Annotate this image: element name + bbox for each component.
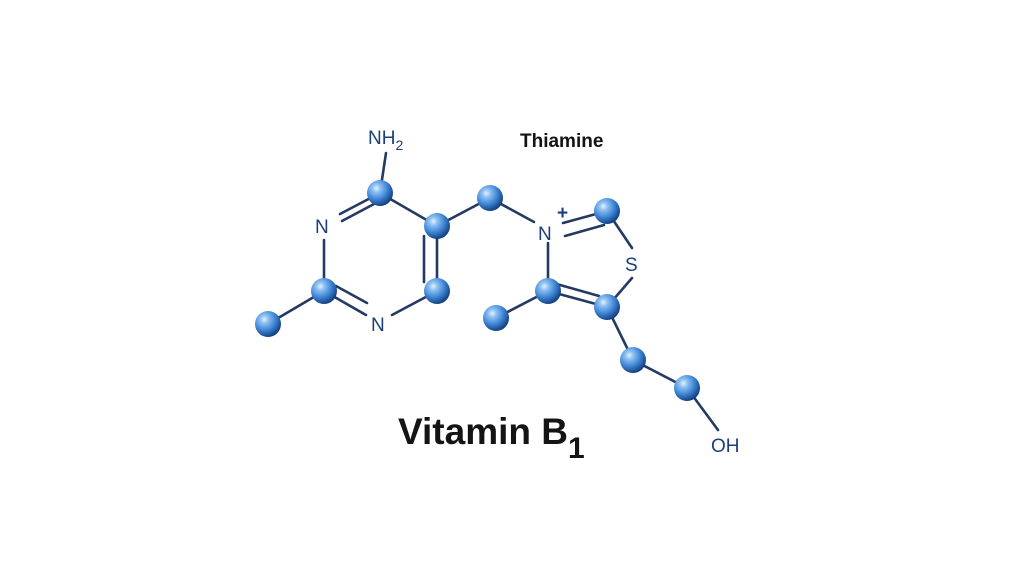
atom-methyl-pyrimidine <box>255 311 281 337</box>
pyrimidine-n1-label: N <box>371 315 385 336</box>
atom-c2 <box>311 278 337 304</box>
atom-methylene-bridge <box>477 185 503 211</box>
hydroxyl-label: OH <box>711 436 740 457</box>
atom-c4-thiazole <box>535 278 561 304</box>
sulfur-label: S <box>625 255 638 276</box>
atom-methyl-thiazole <box>483 305 509 331</box>
atom-c6 <box>424 278 450 304</box>
bond-c2-n1-double <box>334 284 369 305</box>
amino-subscript: 2 <box>395 137 403 153</box>
atom-labels: NH2 N N N + S OH <box>315 128 740 457</box>
atom-c2-thiazole <box>594 198 620 224</box>
bond-n3-c2t-double <box>563 223 606 238</box>
diagram-title: Thiamine <box>520 131 603 152</box>
amino-label: NH2 <box>368 128 403 153</box>
thiazole-n-label: N <box>538 224 552 245</box>
atom-c5-thiazole <box>594 294 620 320</box>
atoms <box>255 180 700 401</box>
diagram-caption: Vitamin B1 <box>398 411 585 465</box>
atom-c5 <box>424 213 450 239</box>
pyrimidine-n3-label: N <box>315 217 329 238</box>
atom-c4 <box>367 180 393 206</box>
bond-c5t-c4t-double <box>551 281 601 298</box>
bond-c4-n3-double <box>340 202 376 223</box>
atom-ch2-b <box>674 375 700 401</box>
caption-subscript: 1 <box>568 432 585 465</box>
thiazole-charge-label: + <box>557 203 568 224</box>
atom-ch2-a <box>620 347 646 373</box>
